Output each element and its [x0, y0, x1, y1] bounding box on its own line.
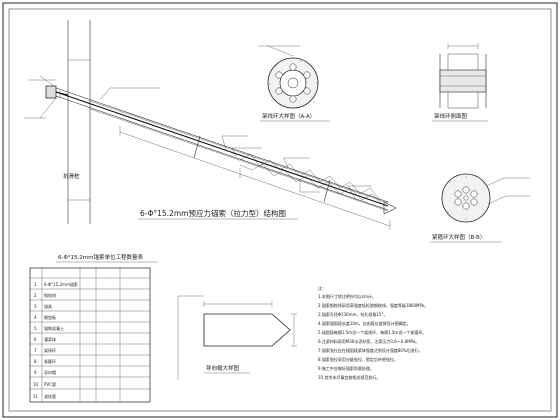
row-item: 钢绞线	[44, 292, 56, 298]
row-item: 灌浆体	[44, 336, 56, 342]
row-no: 7	[34, 348, 37, 353]
row-no: 11	[33, 394, 39, 399]
guide-cap-caption: 导向帽大样图	[206, 364, 240, 372]
row-item: 波纹管	[44, 393, 56, 399]
note-line: 5.锚固段每隔1.5m设一个架线环，每隔1.5m设一个紧箍环。	[318, 329, 426, 335]
guide-cap-detail: 导向帽大样图	[177, 295, 297, 380]
note-line: 7.锚索张拉应在锚固段浆体强度达到设计强度80%后进行。	[318, 347, 423, 353]
note-line: 10.其余未尽事宜按相关规范执行。	[318, 374, 380, 380]
notes-block: 注： 1.本图尺寸除注明外均以cm计。 2.锚索钢绞线采用高强度低松弛钢绞线，强…	[318, 285, 428, 380]
row-no: 8	[34, 359, 37, 364]
pile-label: 抗滑桩	[63, 172, 80, 180]
row-item: PVC管	[44, 381, 56, 387]
section-bb-caption: 紧箍环大样图（B-B）	[432, 233, 485, 241]
note-line: 3.锚索孔径Φ130mm，钻孔倾角15°。	[318, 311, 387, 317]
main-caption: 6-Φ°15.2mm预应力锚索（拉力型）结构图	[140, 208, 286, 218]
row-no: 2	[34, 293, 37, 298]
row-no: 9	[34, 370, 37, 375]
note-line: 2.锚索钢绞线采用高强度低松弛钢绞线，强度等级1860MPa。	[318, 302, 428, 308]
row-no: 3	[34, 304, 37, 309]
row-item: 锚墩混凝土	[44, 325, 64, 331]
section-aa-detail: 架线环大样图（A-A）	[258, 45, 330, 122]
table-title: 6-Φ°15.2mm锚索单位工程数量表	[58, 253, 144, 261]
section-aa-caption: 架线环大样图（A-A）	[262, 112, 315, 120]
note-line: 6.注浆材料采用M30水泥砂浆，注浆压力0.6～0.8MPa。	[318, 338, 419, 344]
note-line: 8.锚索张拉采用分级张拉，锁定后补偿张拉。	[318, 356, 398, 362]
sheet-inner-frame	[8, 8, 552, 412]
row-item: 锚具	[44, 303, 52, 309]
row-no: 6	[34, 337, 37, 342]
anchor-structure-drawing: 抗滑桩	[24, 20, 397, 230]
row-item: 架线环	[44, 347, 56, 353]
row-item: 钢垫板	[44, 314, 56, 320]
row-no: 10	[33, 382, 39, 387]
ring-side-view: 架线环侧面图	[432, 43, 488, 122]
note-line: 1.本图尺寸除注明外均以cm计。	[318, 293, 376, 299]
quantity-table: 6-Φ°15.2mm锚索单位工程数量表 1 6-Φ°15.2mm锚索 2 钢绞线…	[29, 253, 158, 403]
row-no: 1	[34, 282, 37, 287]
row-no: 5	[34, 326, 37, 331]
section-bb-detail: 紧箍环大样图（B-B）	[430, 173, 530, 243]
row-no: 4	[34, 315, 37, 320]
row-item: 导向帽	[44, 369, 56, 375]
ring-side-caption: 架线环侧面图	[434, 112, 468, 120]
anchor-head	[45, 85, 57, 99]
notes-title: 注：	[318, 285, 326, 291]
note-line: 9.施工中应做好锚索防腐处理。	[318, 365, 374, 371]
row-item: 紧箍环	[44, 358, 56, 364]
note-line: 4.锚索锚固段长度10m，自由段长度按设计图确定。	[318, 320, 411, 326]
row-item: 6-Φ°15.2mm锚索	[44, 281, 78, 287]
